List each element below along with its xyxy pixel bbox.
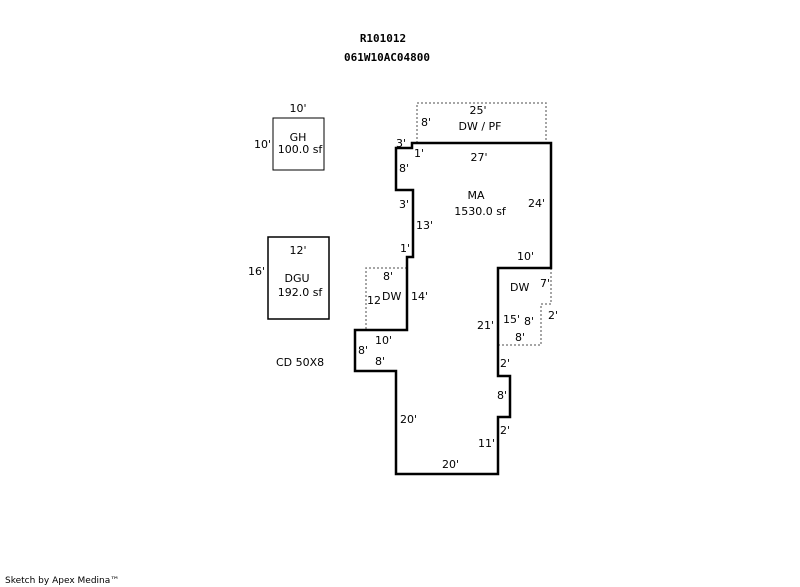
dim-label: 2' <box>548 309 558 322</box>
dim-label: 1' <box>400 242 410 255</box>
dim-label: 14' <box>411 290 428 303</box>
dim-label: 20' <box>442 458 459 471</box>
footer-credit: Sketch by Apex Medina™ <box>5 576 119 586</box>
dim-label: 8' <box>515 331 525 344</box>
dgu-area: 192.0 sf <box>278 286 324 299</box>
dgu-outline <box>267 236 330 320</box>
ma-code: MA <box>467 189 484 202</box>
gh-outline <box>272 117 325 171</box>
dim-label: 24' <box>528 197 545 210</box>
dim-label: 3' <box>399 198 409 211</box>
gh-code: GH <box>290 131 307 144</box>
dim-label: 10' <box>289 102 306 115</box>
dw-right-code: DW <box>510 281 529 294</box>
dim-label: 13' <box>416 219 433 232</box>
ma-outline <box>353 141 553 476</box>
dim-label: 10' <box>254 138 271 151</box>
dim-label: 25' <box>469 104 486 117</box>
dim-label: 20' <box>400 413 417 426</box>
dim-label: 3' <box>396 137 406 150</box>
dim-label: 10' <box>375 334 392 347</box>
dim-label: 2' <box>500 357 510 370</box>
dw-pf-code: DW / PF <box>458 120 501 133</box>
dim-label: 16' <box>248 265 265 278</box>
dw-left-code: DW <box>382 290 401 303</box>
ma-area: 1530.0 sf <box>454 205 507 218</box>
cd-label: CD 50X8 <box>276 356 324 369</box>
dw-left-outline <box>365 267 407 330</box>
dim-label: 1' <box>414 147 424 160</box>
dgu-code: DGU <box>284 272 309 285</box>
parcel-id: R101012 <box>360 32 406 45</box>
dw-pf-outline <box>416 102 547 143</box>
dim-label: 7' <box>540 277 550 290</box>
dim-label: 12' <box>289 244 306 257</box>
dw-right-outline <box>498 268 552 346</box>
dim-label: 10' <box>517 250 534 263</box>
dim-label: 11' <box>478 437 495 450</box>
dim-label: 27' <box>470 151 487 164</box>
dim-label: 21' <box>477 319 494 332</box>
dim-label: 8' <box>358 344 368 357</box>
dim-label: 8' <box>375 355 385 368</box>
dim-label: 8' <box>524 315 534 328</box>
dim-label: 15' <box>503 313 520 326</box>
account-number: 061W10AC04800 <box>344 51 430 64</box>
dim-label: 12 <box>367 294 381 307</box>
dim-label: 2' <box>500 424 510 437</box>
gh-area: 100.0 sf <box>278 143 324 156</box>
dim-label: 8' <box>421 116 431 129</box>
dim-label: 8' <box>383 270 393 283</box>
dim-label: 8' <box>497 389 507 402</box>
dim-label: 8' <box>399 162 409 175</box>
